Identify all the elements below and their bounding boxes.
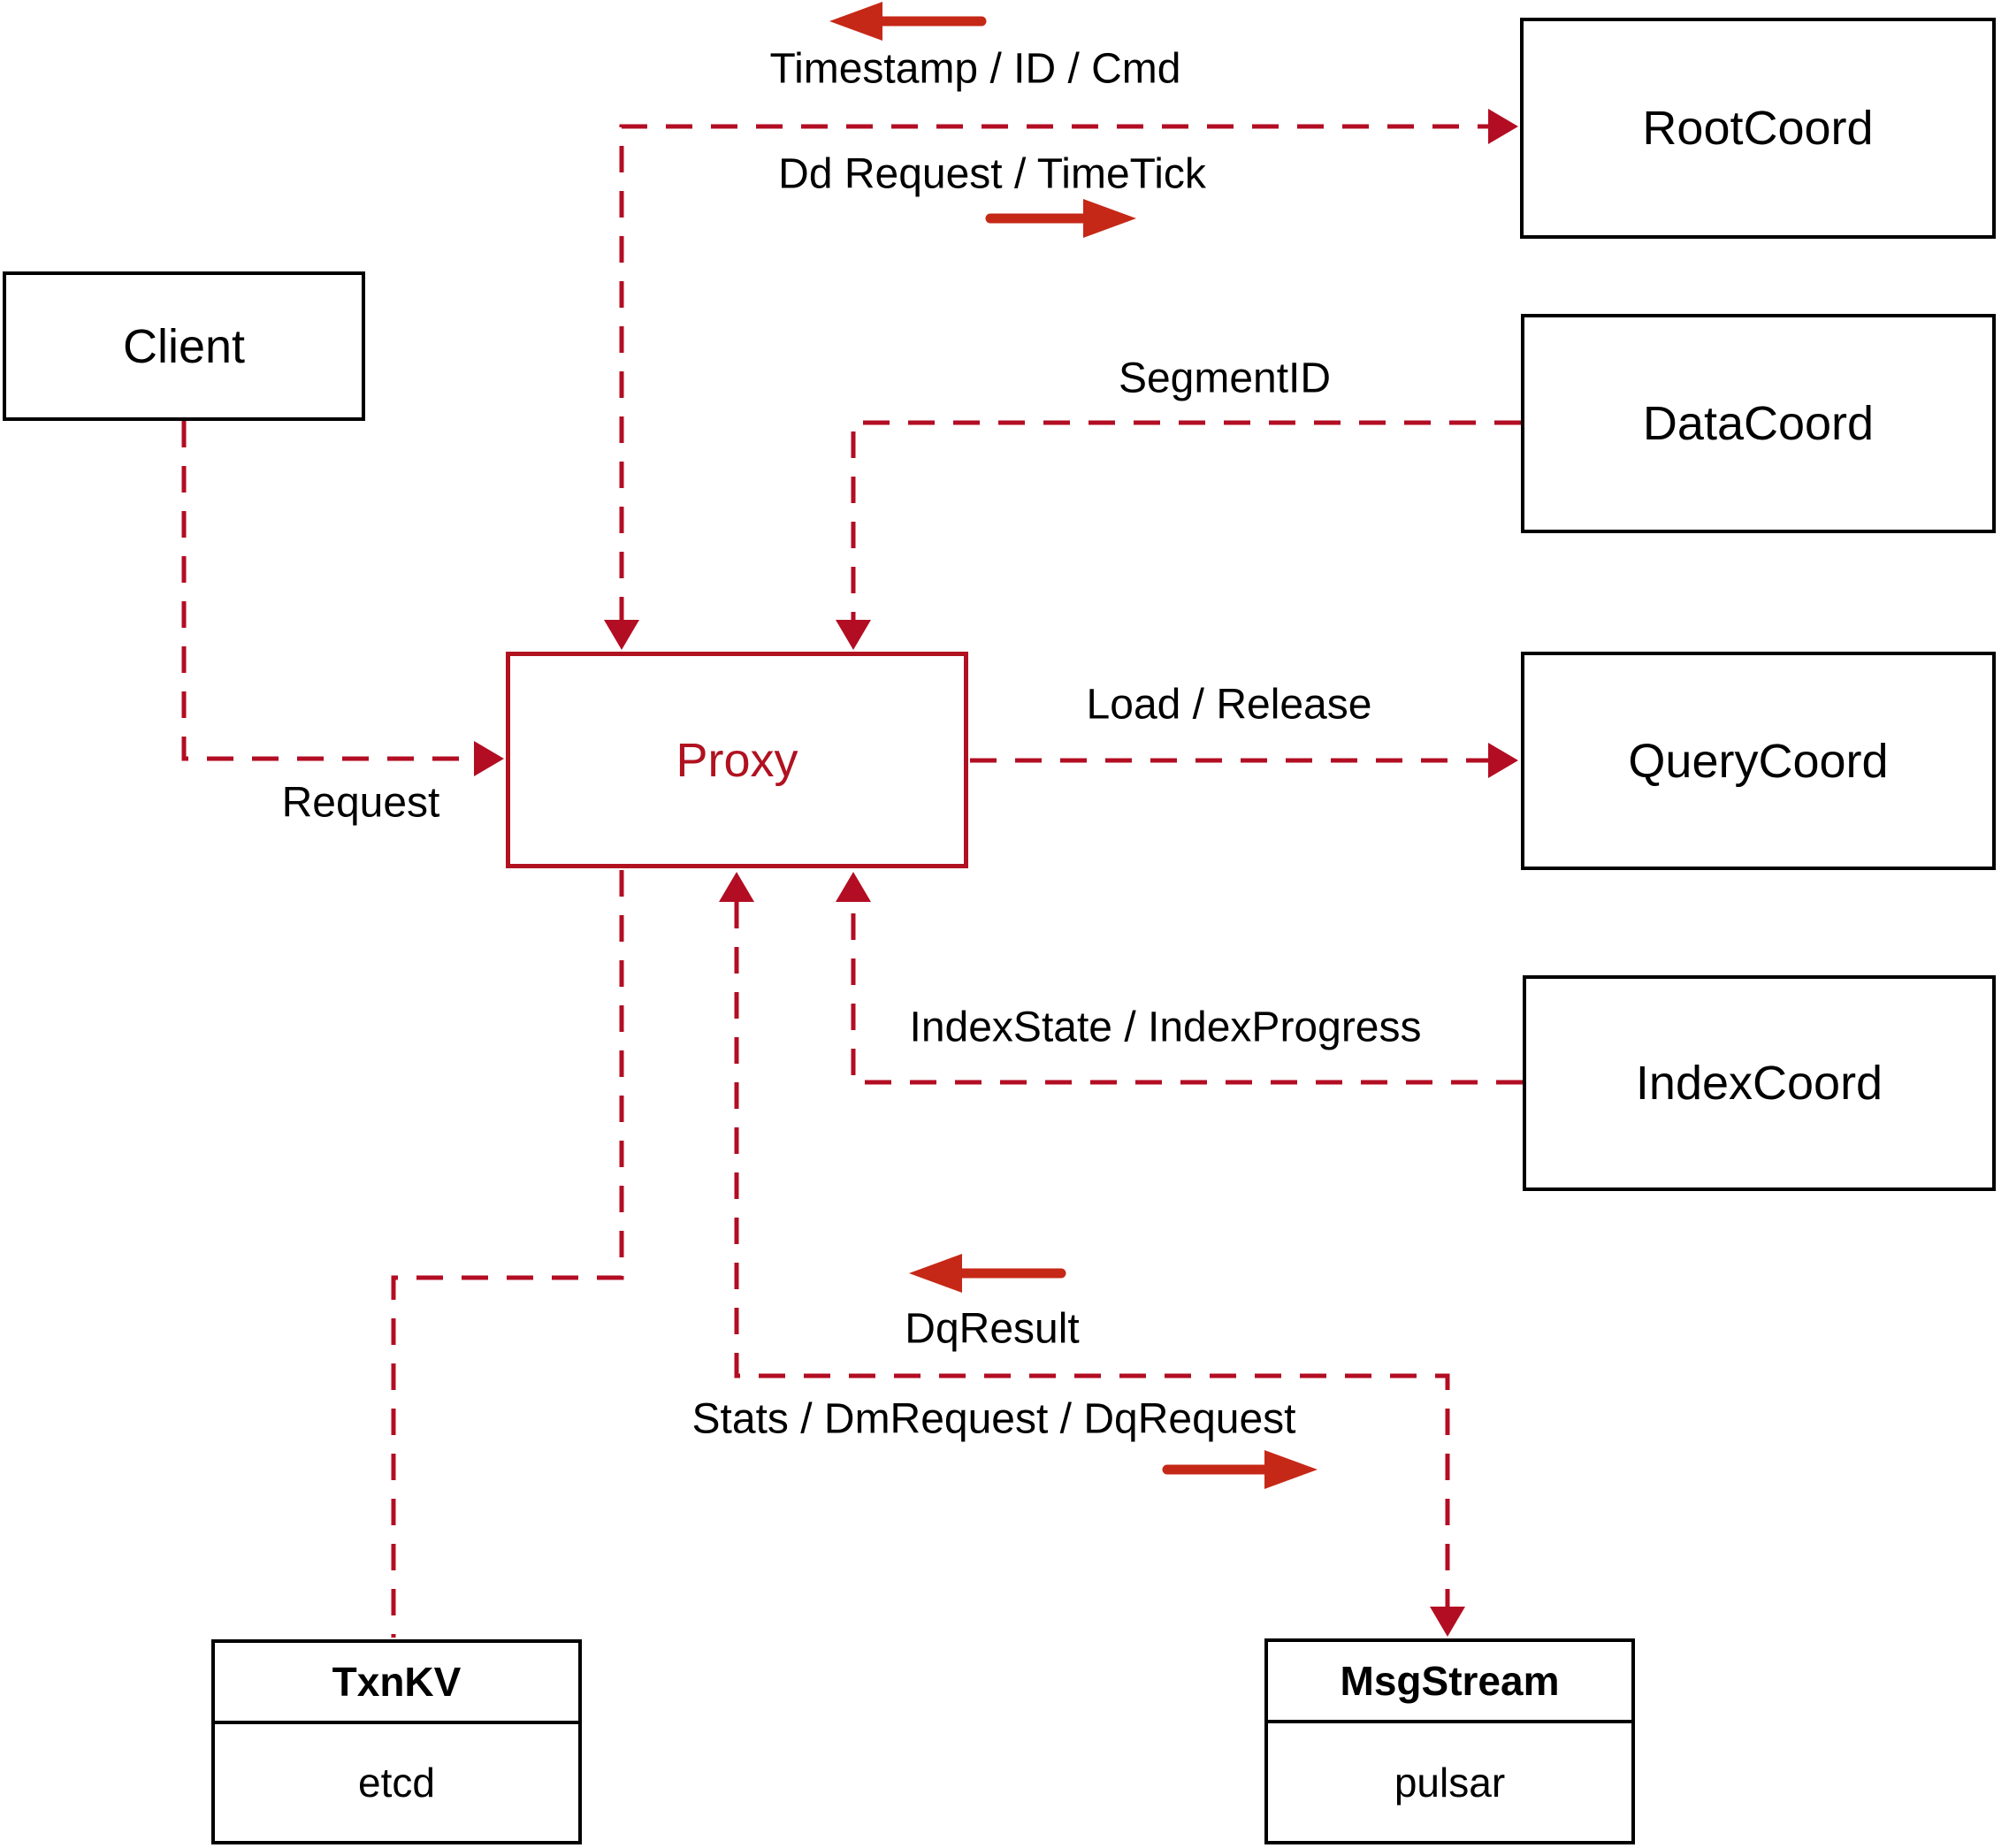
direction-arrow-right-icon — [985, 199, 1136, 238]
node-msgstream-impl: pulsar — [1394, 1759, 1506, 1806]
arrowhead-up-icon — [719, 872, 754, 902]
node-datacoord-label: DataCoord — [1642, 397, 1875, 450]
connector-datacoord-proxy — [851, 420, 1521, 620]
arrowhead-down-icon — [604, 620, 639, 650]
connector-indexcoord-proxy — [851, 902, 1523, 1085]
edge-label-indexstate-indexprogress: IndexState / IndexProgress — [909, 1004, 1422, 1051]
arrowhead-up-icon — [836, 872, 871, 902]
node-querycoord: QueryCoord — [1521, 652, 1996, 870]
direction-arrow-left-icon — [829, 2, 987, 41]
node-proxy-label: Proxy — [676, 733, 798, 787]
node-rootcoord-label: RootCoord — [1642, 102, 1874, 155]
node-txnkv-title: TxnKV — [215, 1643, 578, 1724]
connector-proxy-msgstream — [734, 902, 1450, 1607]
arrowhead-right-icon — [474, 741, 504, 776]
node-querycoord-label: QueryCoord — [1628, 734, 1889, 788]
edge-label-request: Request — [281, 779, 440, 827]
node-indexcoord: IndexCoord — [1523, 975, 1996, 1191]
node-indexcoord-label: IndexCoord — [1635, 1057, 1883, 1110]
node-txnkv-impl: etcd — [358, 1760, 435, 1806]
node-rootcoord: RootCoord — [1520, 18, 1996, 239]
node-datacoord: DataCoord — [1521, 314, 1996, 533]
edge-label-stats-dmrequest-dqrequest: Stats / DmRequest / DqRequest — [691, 1395, 1296, 1443]
edge-label-segmentid: SegmentID — [1118, 355, 1332, 402]
node-client-label: Client — [122, 319, 246, 373]
edge-label-load-release: Load / Release — [1086, 681, 1372, 729]
direction-arrow-left-icon — [909, 1254, 1066, 1293]
connector-proxy-rootcoord — [619, 124, 1488, 623]
connector-client-proxy — [181, 421, 474, 761]
arrowhead-down-icon — [836, 620, 871, 650]
node-proxy: Proxy — [506, 652, 968, 868]
arrowhead-right-icon — [1488, 743, 1518, 778]
edge-label-dd-request-timetick: Dd Request / TimeTick — [778, 150, 1206, 198]
node-txnkv: TxnKV etcd — [211, 1639, 582, 1844]
arrowhead-right-icon — [1488, 109, 1518, 144]
connector-proxy-txnkv — [391, 870, 624, 1638]
direction-arrow-right-icon — [1162, 1450, 1318, 1489]
edge-label-dqresult: DqResult — [905, 1305, 1080, 1353]
node-msgstream-title: MsgStream — [1268, 1642, 1631, 1723]
node-client: Client — [3, 271, 365, 421]
arrowhead-down-icon — [1430, 1607, 1465, 1637]
node-msgstream: MsgStream pulsar — [1264, 1638, 1635, 1844]
edge-label-timestamp-id-cmd: Timestamp / ID / Cmd — [769, 45, 1181, 93]
